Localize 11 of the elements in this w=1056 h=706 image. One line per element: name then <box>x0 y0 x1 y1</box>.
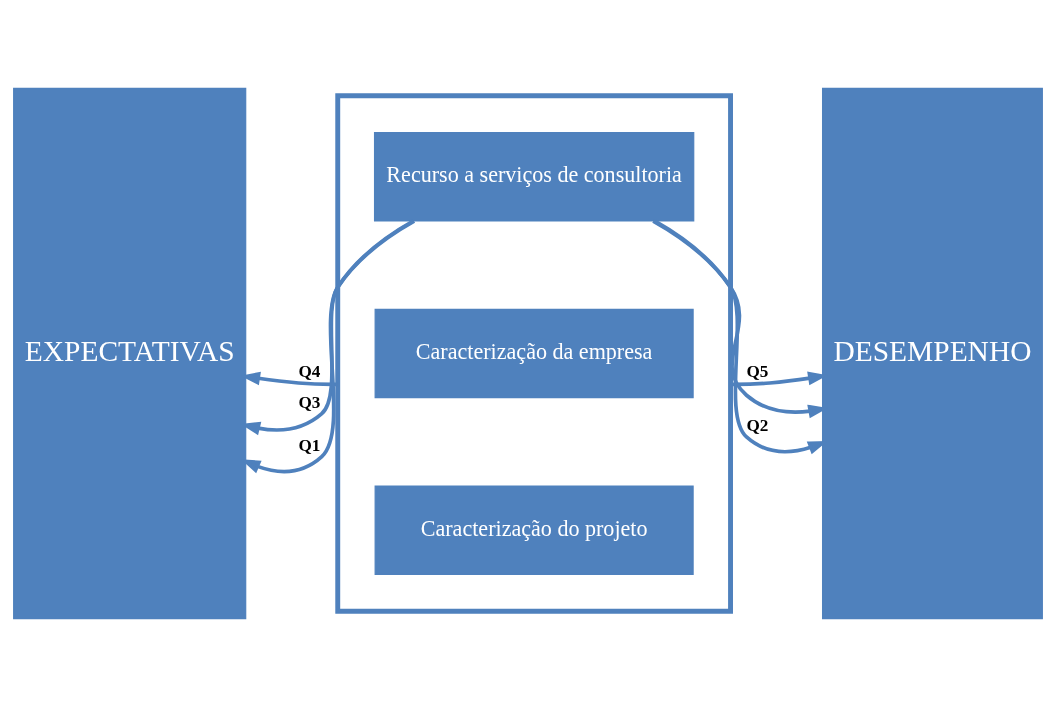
edge-label: Q1 <box>298 435 321 455</box>
node-box: Recurso a serviços de consultoria <box>373 131 695 222</box>
edge-label: Q2 <box>746 415 769 435</box>
node-box: Caracterização do projeto <box>374 484 694 575</box>
node-box: Caracterização da empresa <box>374 308 694 398</box>
node-box: EXPECTATIVAS <box>13 87 247 619</box>
cluster <box>335 92 733 614</box>
edge-label: Q3 <box>298 392 321 412</box>
edge-label: Q5 <box>746 361 769 381</box>
edge-label: Q4 <box>298 361 321 381</box>
node-box: DESEMPENHO <box>821 87 1043 619</box>
